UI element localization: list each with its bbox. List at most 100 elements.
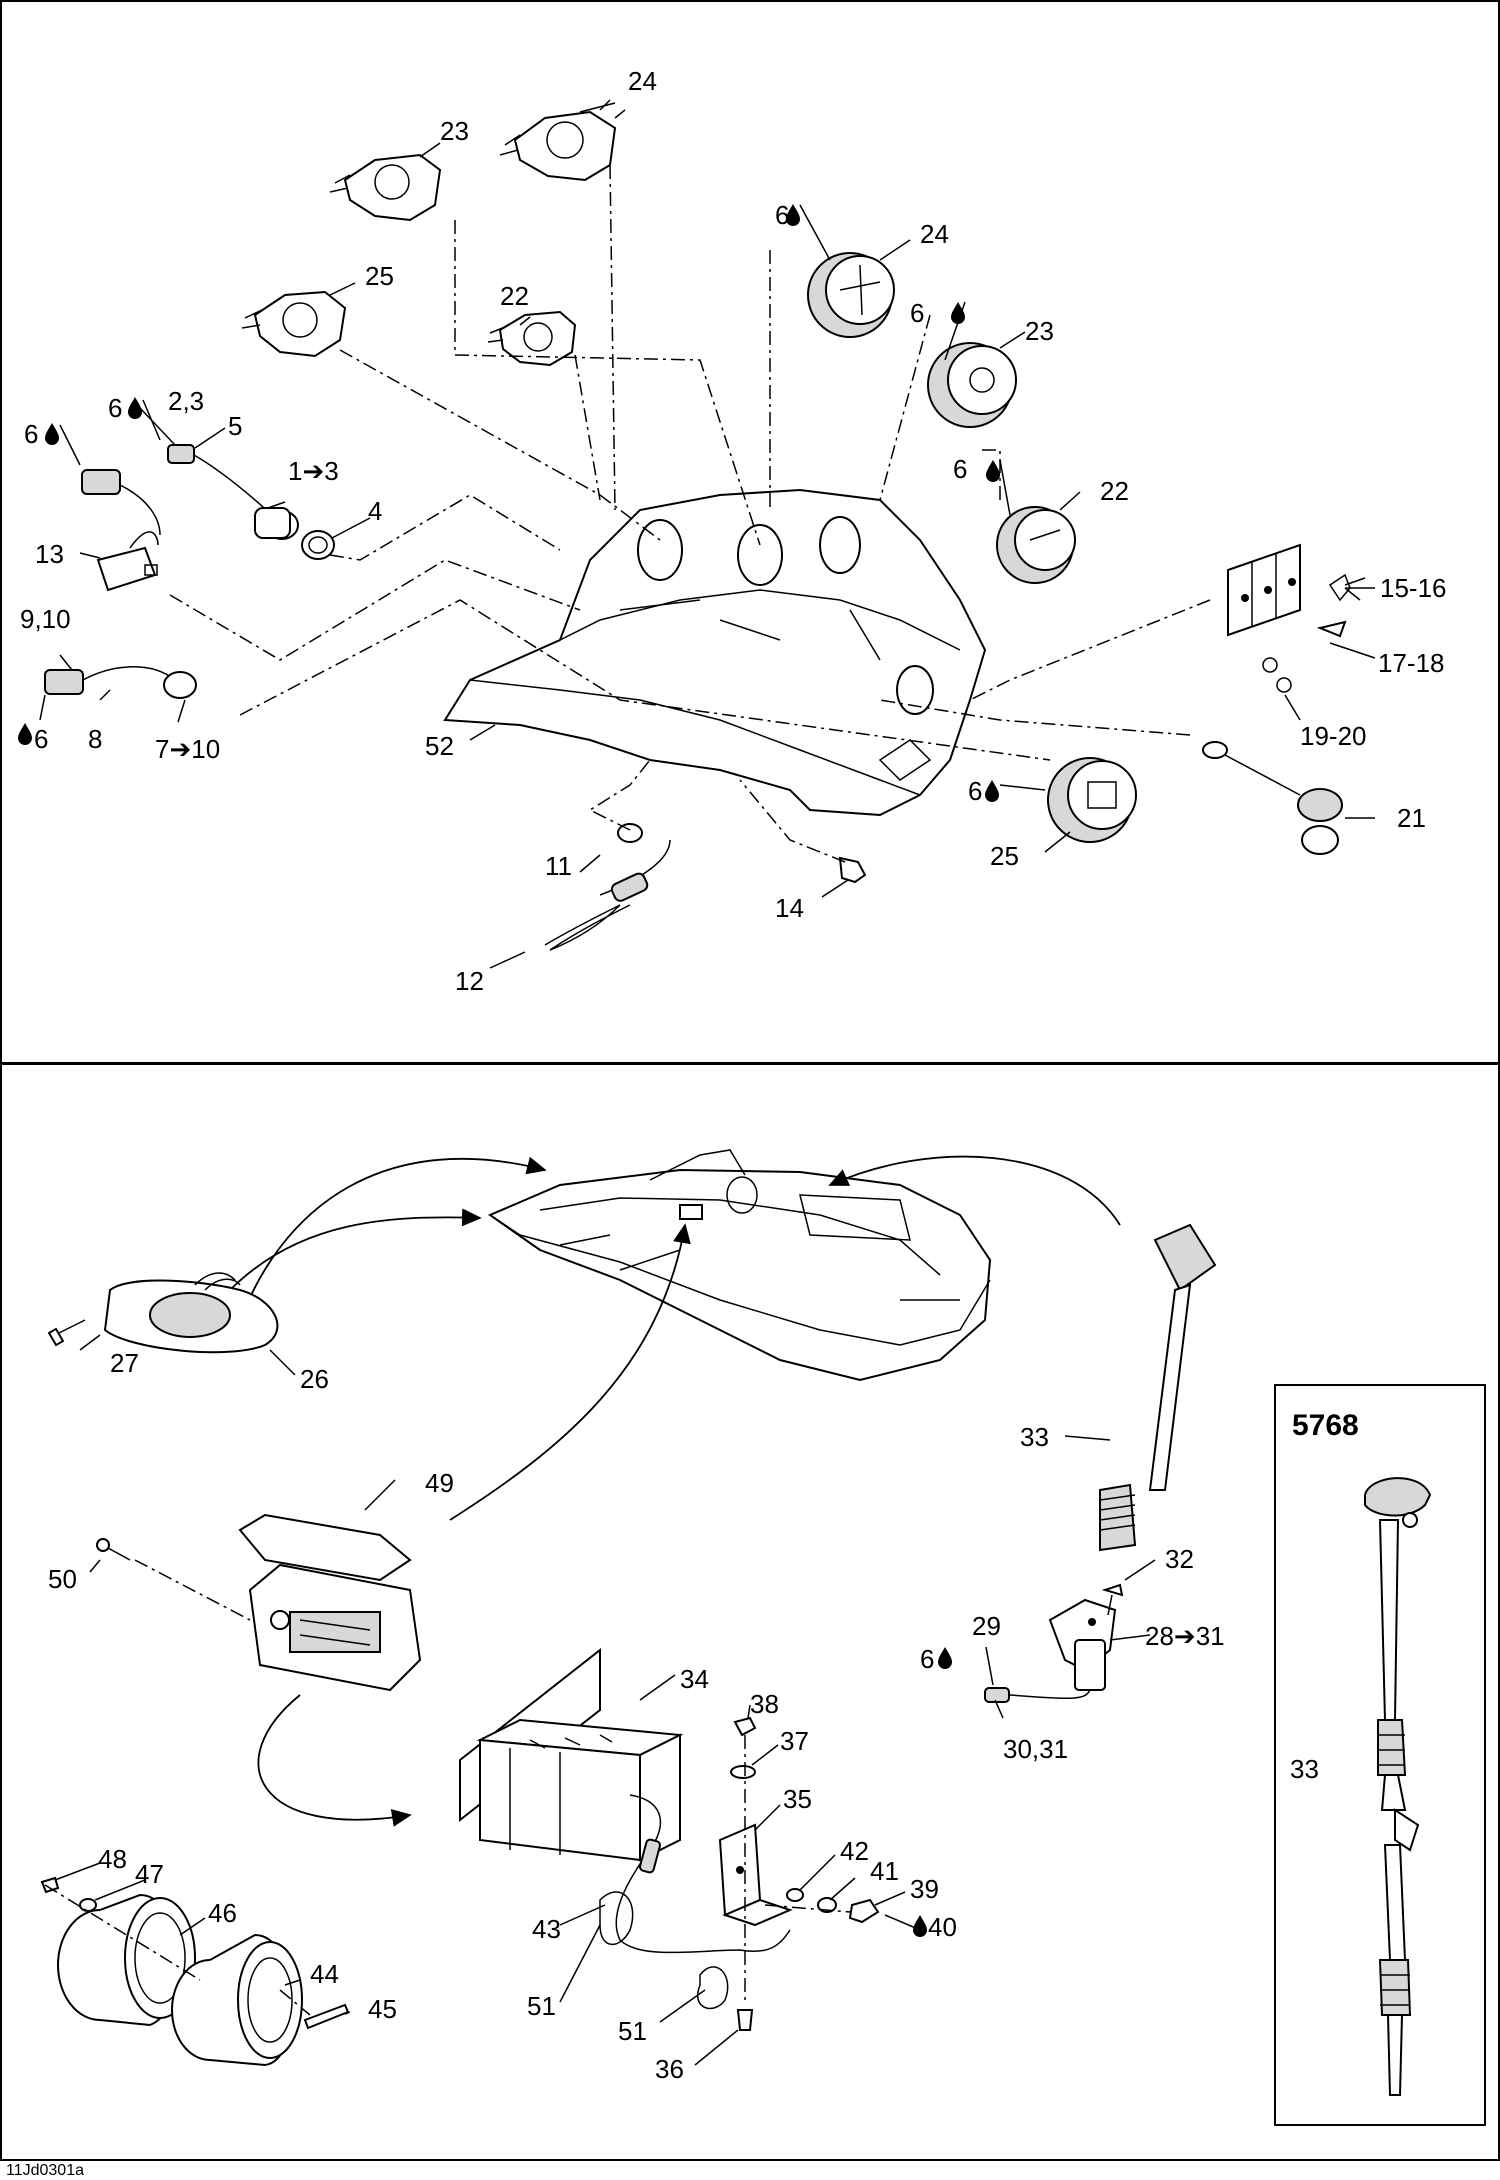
label-6-b: 6 [910, 298, 924, 328]
console-52 [443, 488, 987, 817]
antenna-base-28-31 [1009, 1598, 1117, 1700]
inset-5768: 5768 [1274, 1384, 1486, 2126]
leader-lines-bottom [54, 1334, 1375, 2066]
label-50: 50 [48, 1564, 77, 1594]
amplifier-34 [459, 1647, 684, 1862]
gauge-holder-25 [241, 290, 347, 358]
label-51-a: 51 [527, 1991, 556, 2021]
washer-42 [786, 1888, 804, 1902]
label-6-e: 6 [24, 419, 38, 449]
curved-arrows [229, 1155, 1121, 1827]
label-48: 48 [98, 1844, 127, 1874]
cable-43 [599, 1794, 791, 2010]
screw-27 [47, 1319, 86, 1347]
label-24-gauge: 24 [920, 219, 949, 249]
dash-45 [279, 1989, 311, 2016]
accessory-socket-21 [1202, 741, 1343, 855]
labels-top: 24 23 25 22 6 24 6 23 6 22 6 2,3 5 6 1➔3… [20, 66, 1447, 996]
label-19-20: 19-20 [1300, 721, 1367, 751]
label-47: 47 [135, 1859, 164, 1889]
speaker-housing-46 [57, 1893, 196, 2027]
label-1-3: 1➔3 [288, 456, 339, 486]
gauge-23 [927, 342, 1017, 428]
label-32: 32 [1165, 1544, 1194, 1574]
labels-bottom: 27 26 49 50 33 32 28➔31 29 6 30,31 34 38… [6, 1348, 1319, 2179]
diagram-code: 11Jd0301a [6, 2162, 84, 2179]
label-27: 27 [110, 1348, 139, 1378]
speaker-bezel-26 [103, 1272, 279, 1354]
label-6-d: 6 [108, 393, 122, 423]
gauge-holder-23 [329, 153, 442, 222]
gauge-24 [807, 252, 895, 338]
label-4: 4 [368, 496, 382, 526]
switch-panel [1227, 543, 1366, 693]
leader-lines-top [59, 102, 1376, 969]
lubricant-markers-top [18, 204, 1046, 802]
connector-29 [984, 1687, 1010, 1703]
label-6-a: 6 [775, 200, 789, 230]
connector-6 [81, 469, 161, 536]
nut-39 [848, 1898, 880, 1924]
bolt-36 [736, 2009, 754, 2031]
bottom-panel-frame [0, 1063, 1500, 2161]
ring-4 [301, 530, 335, 560]
label-28-31: 28➔31 [1145, 1621, 1225, 1651]
screw-50 [96, 1538, 131, 1561]
gauge-22 [996, 506, 1076, 584]
label-14: 14 [775, 893, 804, 923]
label-33: 33 [1020, 1422, 1049, 1452]
bracket-35 [718, 1823, 793, 1927]
nut-48 [40, 1876, 60, 1894]
label-42: 42 [840, 1836, 869, 1866]
label-13: 13 [35, 539, 64, 569]
label-25-gauge: 25 [990, 841, 1019, 871]
label-22-holder: 22 [500, 281, 529, 311]
gauge-25 [1047, 757, 1137, 843]
label-6-h: 6 [920, 1644, 934, 1674]
dash-50 [134, 1559, 251, 1621]
gauge-holder-22 [487, 310, 577, 367]
label-44: 44 [310, 1959, 339, 1989]
label-9-10: 9,10 [20, 604, 71, 634]
label-24-holder: 24 [628, 66, 657, 96]
label-45: 45 [368, 1994, 397, 2024]
label-26: 26 [300, 1364, 329, 1394]
cap-14 [838, 856, 867, 884]
washer-47 [79, 1898, 97, 1912]
label-5: 5 [228, 411, 242, 441]
label-11: 11 [545, 851, 572, 881]
nut-38 [733, 1716, 757, 1737]
label-23-holder: 23 [440, 116, 469, 146]
label-6-g: 6 [968, 776, 982, 806]
label-15-16: 15-16 [1380, 573, 1447, 603]
label-33-inset: 33 [1290, 1754, 1319, 1784]
label-51-b: 51 [618, 2016, 647, 2046]
speaker-grille-44 [171, 1933, 303, 2067]
label-6-f: 6 [34, 724, 48, 754]
label-7-10: 7➔10 [155, 734, 220, 764]
dash-44 [44, 1884, 201, 1981]
label-25-holder: 25 [365, 261, 394, 291]
label-52: 52 [425, 731, 454, 761]
label-38: 38 [750, 1689, 779, 1719]
label-35: 35 [783, 1784, 812, 1814]
label-12: 12 [455, 966, 484, 996]
label-17-18: 17-18 [1378, 648, 1445, 678]
grommet-11 [617, 823, 643, 843]
label-6-c: 6 [953, 454, 967, 484]
connector-9-10 [44, 666, 197, 699]
inset-title: 5768 [1292, 1409, 1359, 1442]
label-49: 49 [425, 1468, 454, 1498]
dash-lines-top [169, 164, 1211, 863]
radio-housing-49 [238, 1513, 422, 1692]
switch-1-3 [254, 507, 291, 539]
label-21: 21 [1397, 803, 1426, 833]
label-2-3: 2,3 [168, 386, 204, 416]
label-46: 46 [208, 1898, 237, 1928]
label-8: 8 [88, 724, 102, 754]
gauge-holder-24 [499, 99, 626, 182]
label-23-gauge: 23 [1025, 316, 1054, 346]
label-30-31: 30,31 [1003, 1734, 1068, 1764]
lanyard-12 [544, 839, 671, 951]
